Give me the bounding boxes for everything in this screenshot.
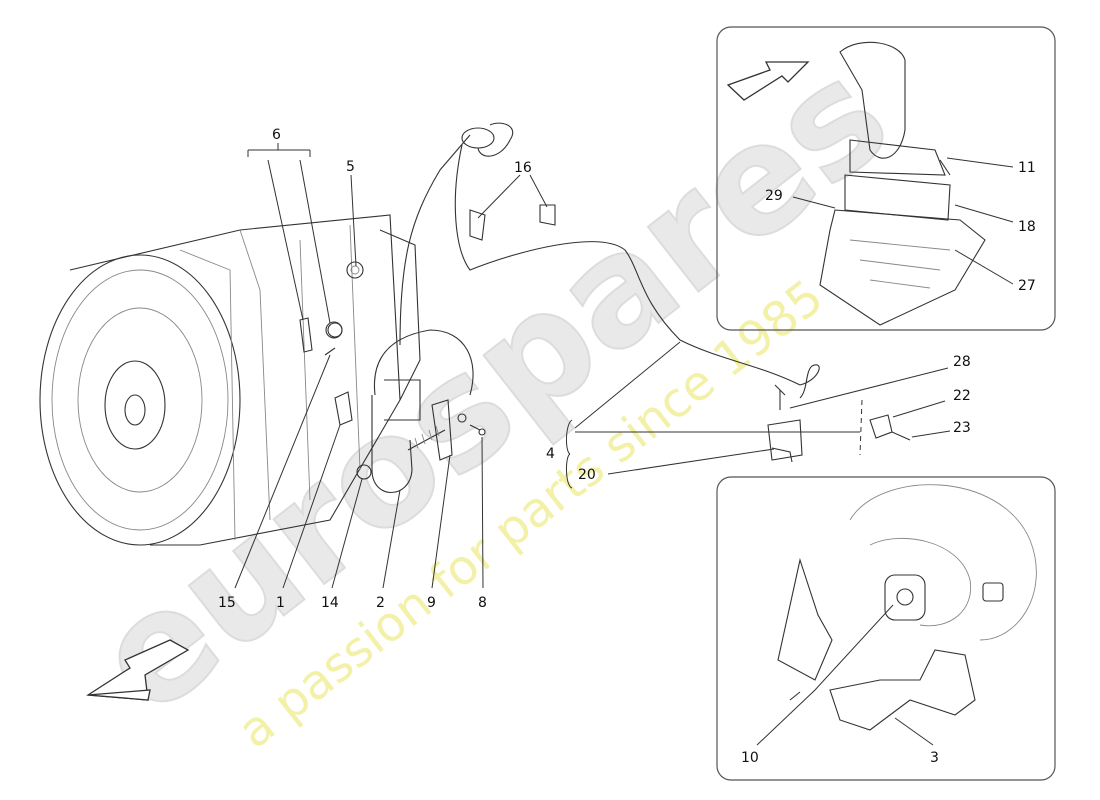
gear-shifter — [819, 41, 986, 326]
callout-22: 22 — [953, 388, 971, 404]
callout-9: 9 — [427, 595, 436, 611]
cable-end-linkage — [407, 399, 486, 461]
direction-arrow-inset-icon — [726, 61, 810, 101]
direction-arrow-main-icon — [86, 639, 190, 701]
callout-27: 27 — [1018, 278, 1036, 294]
leader-lines — [234, 143, 1014, 746]
callout-29: 29 — [765, 188, 783, 204]
watermark-brand: eurospares — [65, 27, 919, 748]
gearbox-illustration — [39, 214, 421, 546]
selector-cable — [371, 122, 820, 494]
callout-20: 20 — [578, 467, 596, 483]
callouts: 6 5 16 29 11 18 27 28 22 23 4 20 15 1 14… — [218, 127, 1036, 766]
paddle-inset-frame — [716, 476, 1056, 781]
callout-6: 6 — [272, 127, 281, 143]
callout-5: 5 — [346, 159, 355, 175]
watermark: eurospares a passion for parts since 198… — [64, 26, 920, 759]
callout-14: 14 — [321, 595, 339, 611]
callout-28: 28 — [953, 354, 971, 370]
callout-23: 23 — [953, 420, 971, 436]
callout-11: 11 — [1018, 160, 1036, 176]
bracket-parts — [299, 204, 556, 480]
paddle-shifter — [777, 484, 1037, 731]
selector-switch — [767, 384, 911, 463]
callout-15: 15 — [218, 595, 236, 611]
callout-16: 16 — [514, 160, 532, 176]
callout-10: 10 — [741, 750, 759, 766]
shifter-inset-frame — [716, 26, 1056, 331]
callout-2: 2 — [376, 595, 385, 611]
callout-8: 8 — [478, 595, 487, 611]
callout-4: 4 — [546, 446, 555, 462]
callout-3: 3 — [930, 750, 939, 766]
callout-1: 1 — [276, 595, 285, 611]
callout-18: 18 — [1018, 219, 1036, 235]
